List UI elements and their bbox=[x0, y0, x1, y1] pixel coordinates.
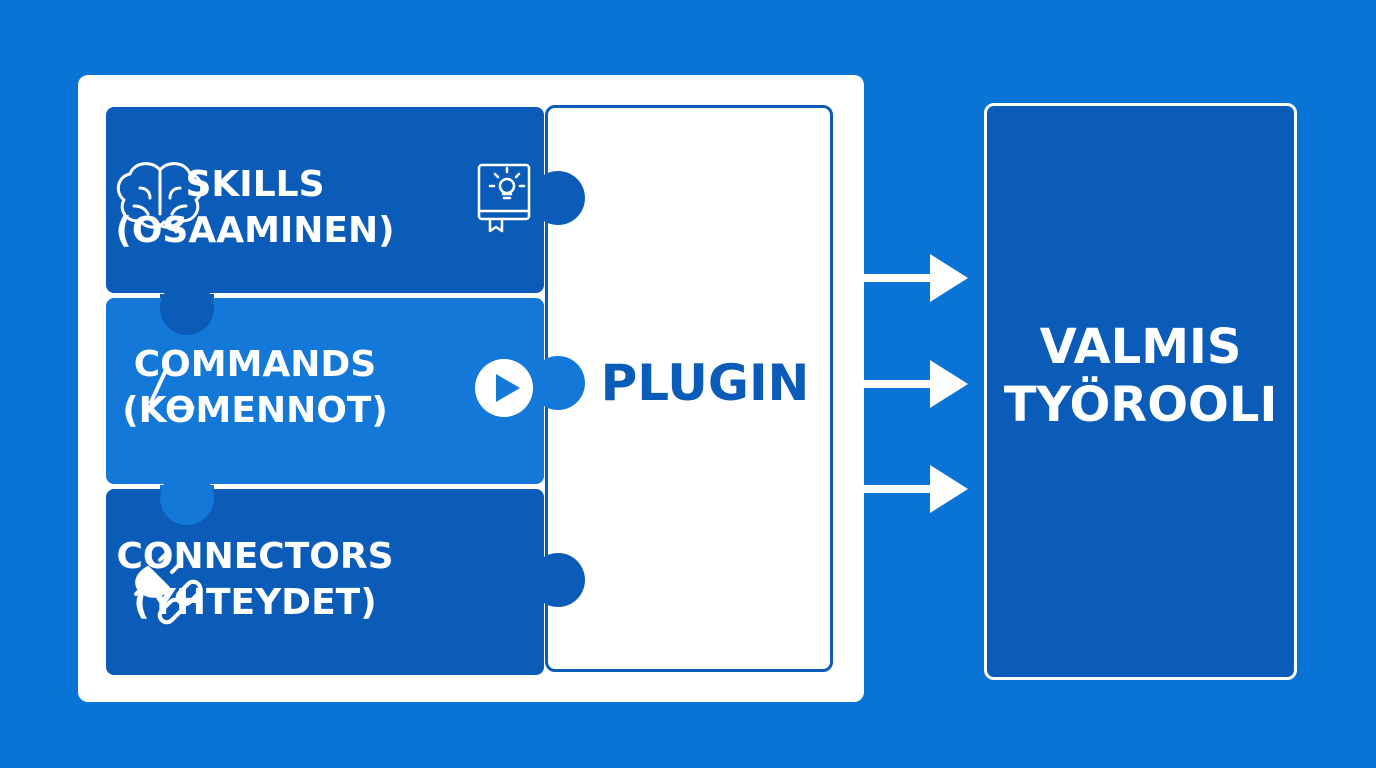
command-prompt-icon: /_ bbox=[146, 364, 195, 410]
role-box bbox=[984, 103, 1297, 680]
role-label: VALMIS TYÖROOLI bbox=[984, 318, 1297, 434]
arrow-1 bbox=[864, 254, 968, 302]
connectors-label: CONNECTORS (YHTEYDET) bbox=[105, 534, 405, 626]
connectors-subtitle: (YHTEYDET) bbox=[133, 582, 377, 623]
plugin-label: PLUGIN bbox=[600, 354, 810, 412]
role-line-2: TYÖROOLI bbox=[1003, 377, 1278, 433]
connectors-title: CONNECTORS bbox=[116, 536, 394, 577]
skills-title: SKILLS bbox=[185, 164, 325, 205]
commands-title: COMMANDS bbox=[133, 344, 377, 385]
role-line-1: VALMIS bbox=[1039, 319, 1242, 375]
commands-subtitle: (KOMENNOT) bbox=[122, 390, 388, 431]
arrow-3 bbox=[864, 465, 968, 513]
arrows-to-role bbox=[864, 254, 968, 513]
commands-label: COMMANDS (KOMENNOT) bbox=[105, 342, 405, 434]
arrow-2 bbox=[864, 360, 968, 408]
commands-bottom-tab bbox=[160, 471, 214, 525]
skills-piece bbox=[106, 107, 544, 293]
connectors-tab bbox=[531, 553, 585, 607]
plug-link-icon bbox=[134, 550, 203, 625]
skills-subtitle: (OSAAMINEN) bbox=[115, 210, 395, 251]
idea-book-icon bbox=[477, 163, 531, 233]
commands-tab bbox=[531, 356, 585, 410]
skills-tab bbox=[531, 171, 585, 225]
skills-label: SKILLS (OSAAMINEN) bbox=[105, 162, 405, 254]
plugin-box bbox=[545, 105, 833, 672]
skills-bottom-tab bbox=[160, 281, 214, 335]
brain-icon bbox=[116, 162, 204, 234]
play-icon bbox=[475, 359, 533, 417]
